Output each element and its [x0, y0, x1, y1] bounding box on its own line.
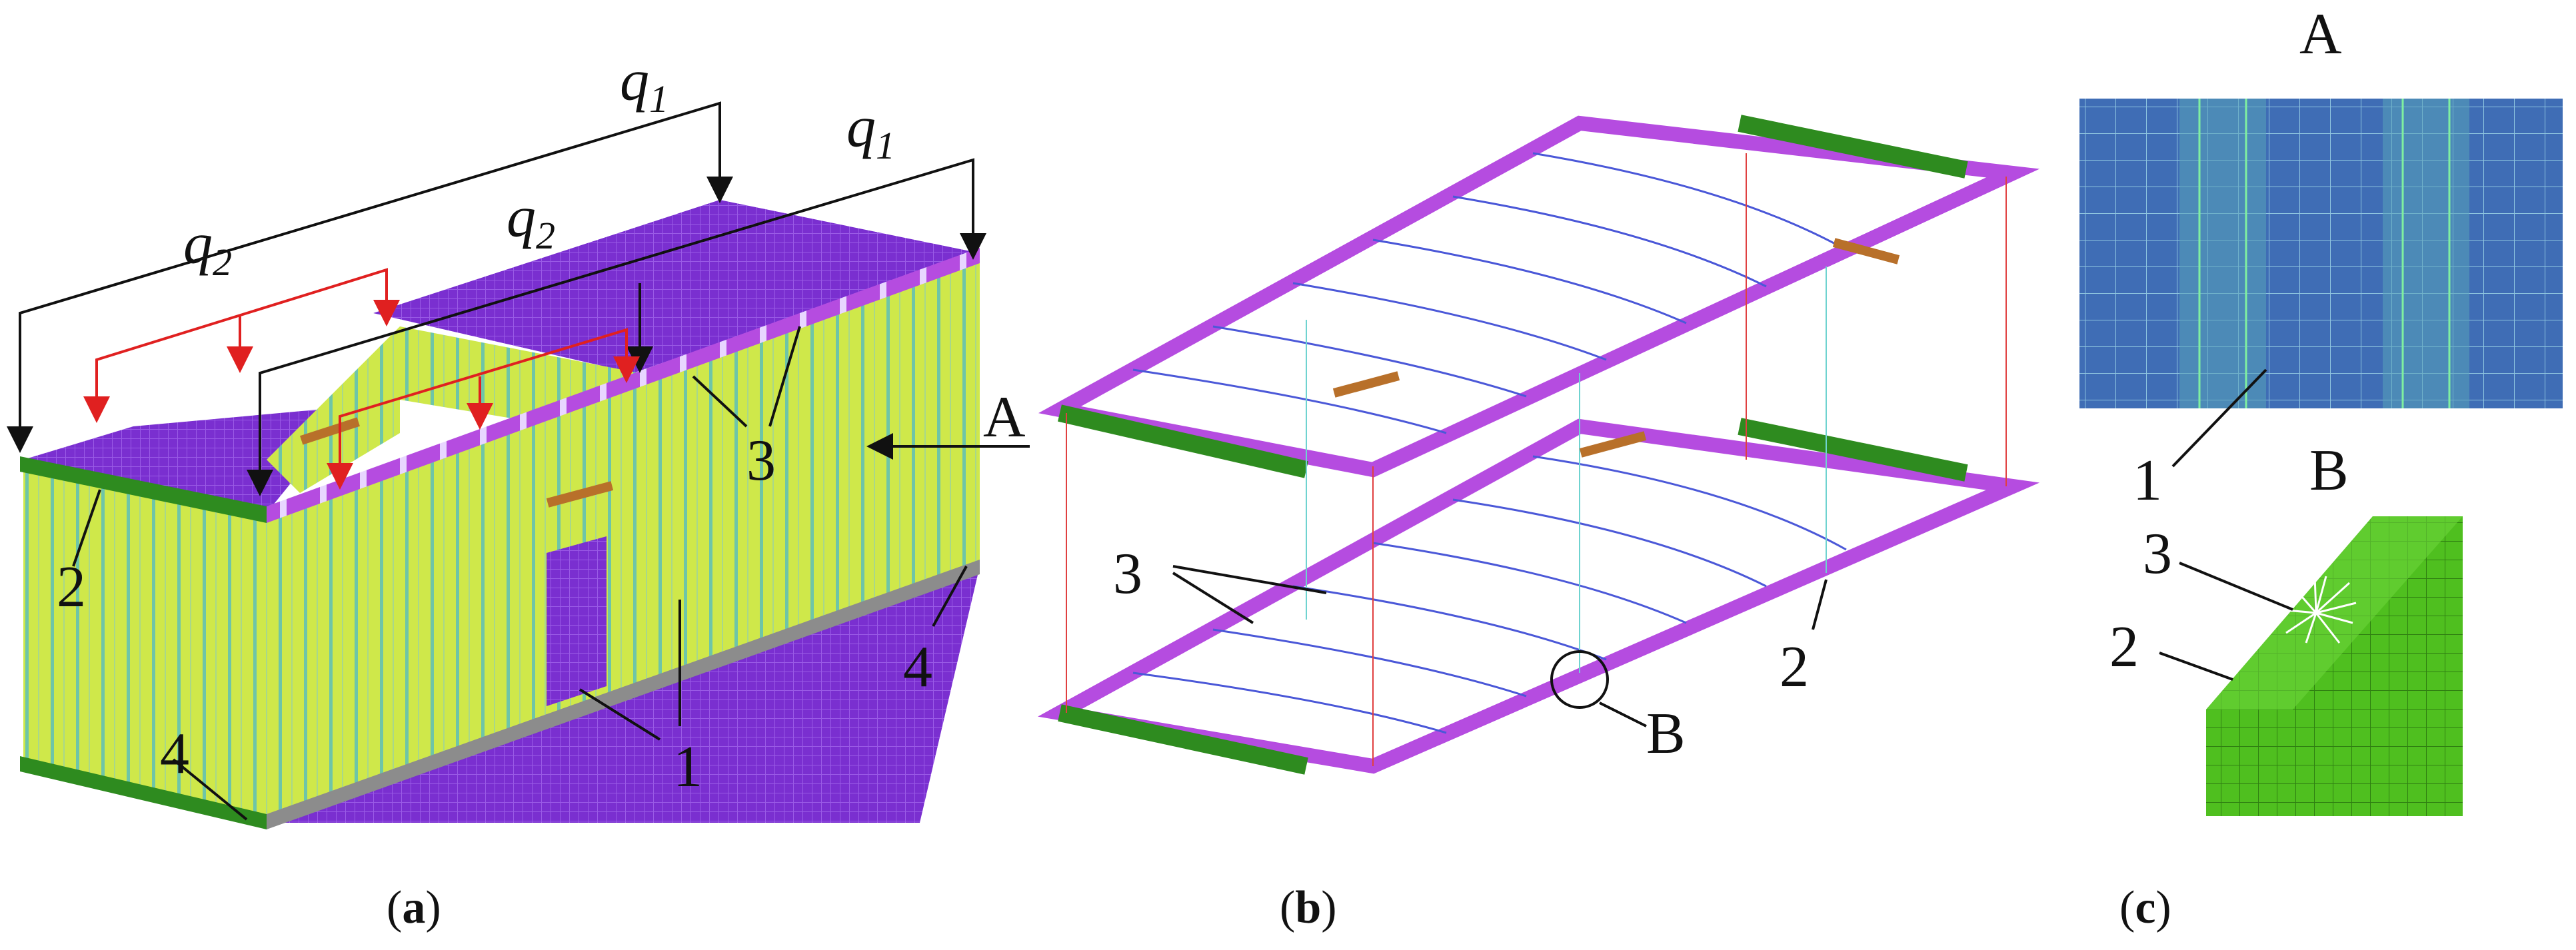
leader-3a [692, 375, 748, 428]
load-q2-right [327, 328, 640, 490]
frame-beam-bottom-front [267, 560, 980, 829]
frame-beam-left-bottom [20, 756, 267, 829]
leader-4a [172, 758, 248, 821]
label-4-right: 4 [903, 635, 932, 700]
panel-label-a: (a) [387, 882, 441, 933]
label-1: 1 [2133, 448, 2162, 513]
detail-circle-B [1550, 650, 1609, 709]
leader-2 [72, 489, 101, 567]
label-q2-right: q2 [507, 185, 555, 257]
upper-frame-green-right [1738, 115, 1968, 179]
upper-frame-green-left [1058, 404, 1308, 478]
front-wall [267, 253, 980, 819]
lower-crossmembers [1132, 455, 1847, 734]
detail-B-spider [2279, 519, 2357, 644]
label-3: 3 [1113, 542, 1142, 606]
leader-3 [2179, 562, 2293, 611]
panel-a-model: q1 q1 q2 q2 2 1 3 4 4 A [7, 49, 1030, 829]
detail-A-rib-right [2383, 99, 2469, 408]
frame-beam-left-top [20, 456, 267, 523]
upper-frame [1038, 115, 2040, 478]
label-2: 2 [1780, 635, 1809, 700]
bracket [1332, 371, 1400, 398]
leader-2 [1812, 579, 1828, 630]
lower-frame [1038, 418, 2040, 774]
detail-A-rib-lines [2198, 99, 2451, 408]
label-B: B [2309, 438, 2349, 503]
panel-b-frame-model: 3 B 2 [1038, 115, 2040, 775]
leader-3b [1172, 572, 1254, 624]
lower-frame-green-right [1738, 418, 1968, 482]
detail-B-solid [2206, 516, 2463, 816]
frame-beam-top-front [267, 248, 980, 523]
leader-3b [768, 326, 801, 427]
roof-right [373, 200, 980, 373]
end-wall-left [23, 466, 267, 819]
label-q1-left: q1 [620, 49, 668, 121]
load-q2-left [83, 268, 400, 423]
label-4-left: 4 [160, 721, 189, 786]
leader-2 [2159, 652, 2233, 681]
bracket [300, 417, 360, 445]
detail-A-rib-left [2179, 99, 2266, 408]
leader-B [1599, 702, 1647, 727]
bracket [546, 481, 614, 508]
load-q1-right [247, 158, 986, 496]
leader-1 [2171, 368, 2267, 468]
upper-crossmembers [1132, 152, 1847, 434]
bracket [1579, 431, 1647, 458]
leader-1a [579, 688, 661, 741]
panel-label-b: (b) [1280, 882, 1337, 933]
panel-label-c: (c) [2119, 882, 2171, 933]
detail-A-mesh [2079, 99, 2563, 408]
label-q2-left: q2 [183, 212, 232, 284]
panel-c-details: A 1 B 3 2 [2079, 2, 2563, 816]
door-opening [547, 536, 607, 706]
label-2: 2 [57, 555, 86, 620]
vertical-links [1066, 153, 2007, 766]
label-A-arrow: A [983, 385, 1026, 450]
label-B: B [1646, 702, 1686, 766]
label-A: A [2299, 2, 2342, 67]
load-q1-left [7, 101, 733, 453]
leader-4b [932, 566, 968, 627]
vertical-links-cyan [1306, 266, 1827, 673]
bracket [1832, 238, 1900, 264]
lower-frame-green-left [1058, 704, 1308, 775]
label-1: 1 [673, 735, 702, 799]
back-wall-middle [400, 326, 640, 440]
label-2: 2 [2109, 615, 2139, 680]
label-q1-right: q1 [846, 95, 895, 167]
leader-3a [1172, 565, 1327, 594]
detail-B-top-face [2206, 516, 2463, 710]
label-3: 3 [746, 428, 776, 493]
label-3: 3 [2143, 522, 2172, 586]
back-wall-inner [267, 326, 400, 493]
